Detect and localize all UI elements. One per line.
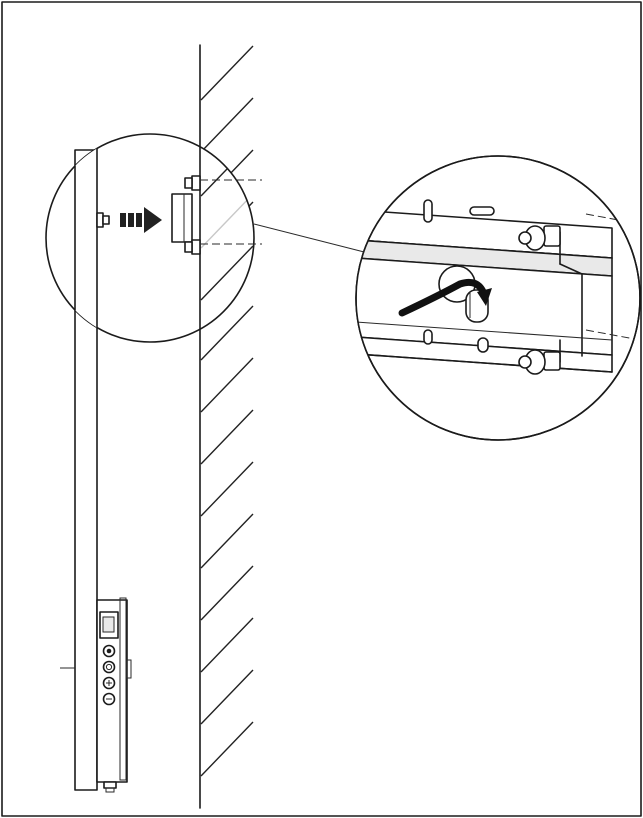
plus-icon [102, 676, 116, 690]
detail-circle-left [45, 133, 262, 343]
control-box [96, 597, 132, 793]
minus-icon [102, 692, 116, 706]
slot-holes [423, 199, 495, 353]
detail-circle-right [355, 155, 641, 441]
direction-arrow [120, 207, 162, 233]
callout-leader-line [253, 223, 373, 255]
bracket-rail [356, 209, 640, 373]
wall [199, 44, 254, 809]
mode-icon [102, 660, 116, 674]
panel-bolt [96, 212, 110, 228]
lower-bolt [518, 349, 561, 375]
power-icon [102, 644, 116, 658]
upper-bolt [518, 225, 561, 251]
wall-bracket [171, 175, 201, 255]
cable-gland [103, 781, 117, 789]
insertion-arrow [398, 278, 492, 317]
